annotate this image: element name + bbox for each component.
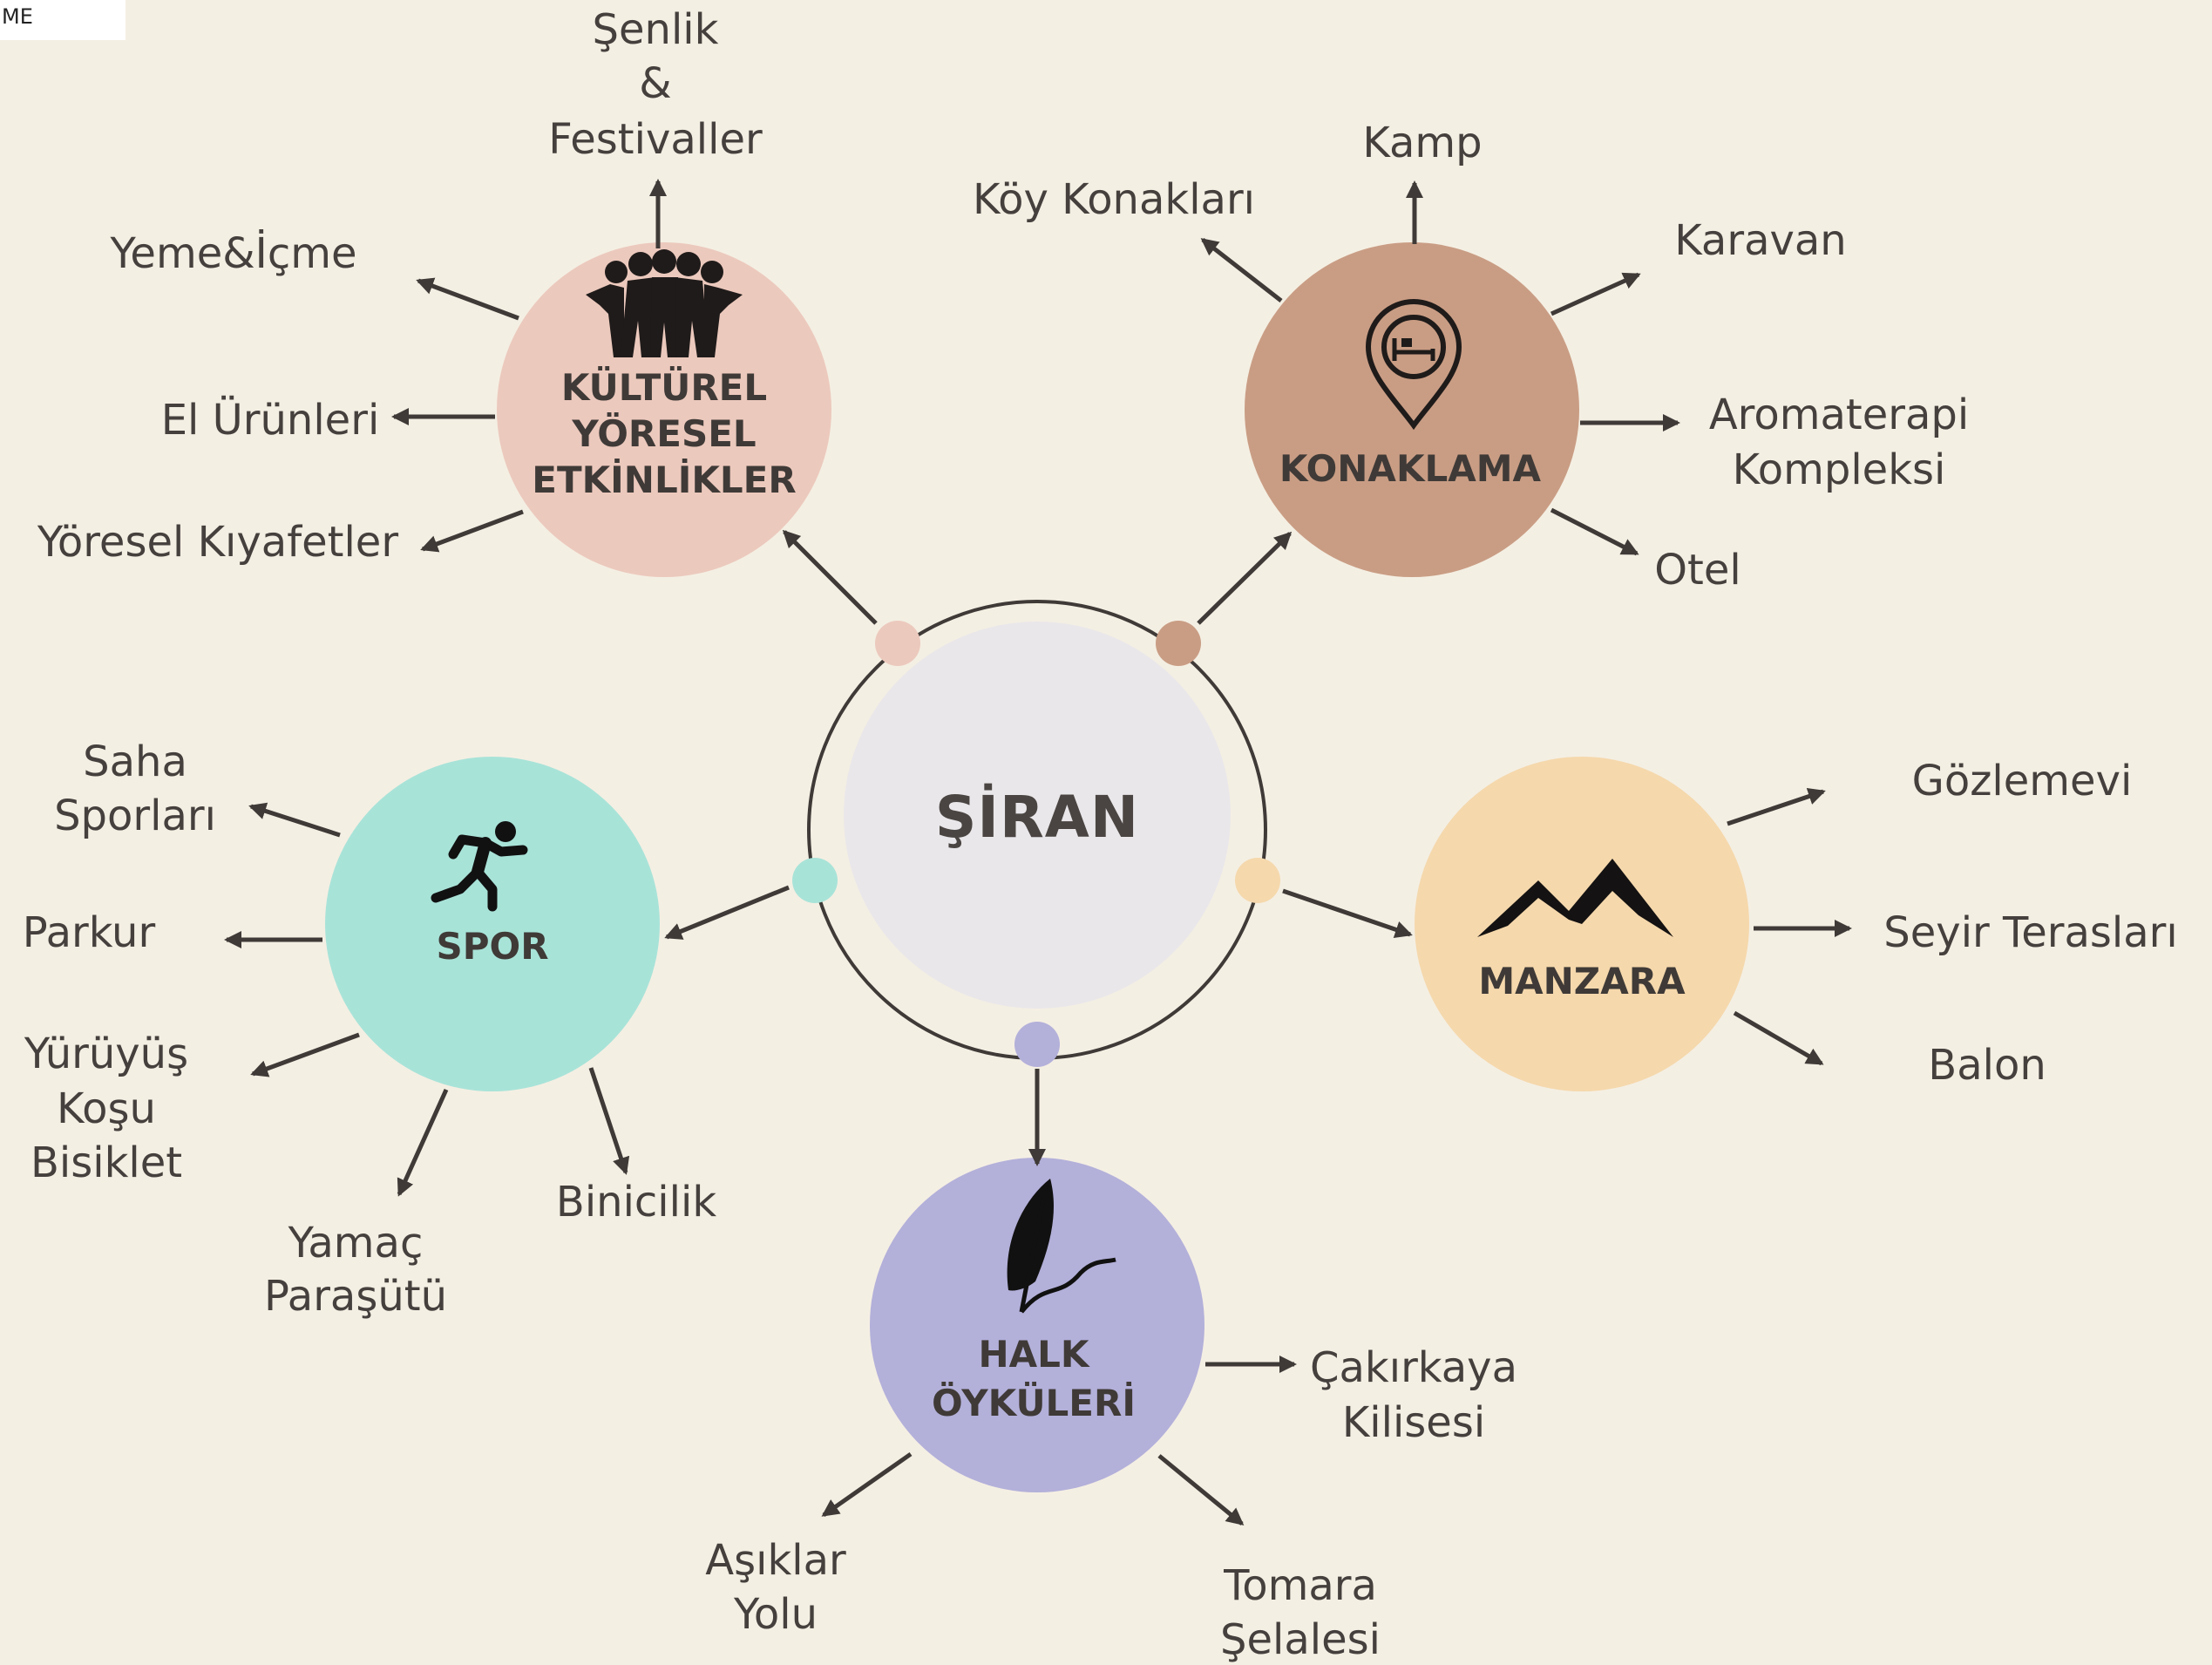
arrow-binicilik xyxy=(588,1067,630,1175)
leaf-yuruyus-line-2: Koşu xyxy=(57,1084,156,1133)
ring-dot-manzara xyxy=(1235,858,1280,903)
leaf-aromaterapi-line-2: Kompleksi xyxy=(1733,445,1946,494)
leaf-saha-line-2: Sporları xyxy=(54,792,216,840)
arrow-asiklar-yolu xyxy=(821,1451,913,1518)
hub-label-manzara: MANZARA xyxy=(1478,960,1686,1002)
leaf-yuruyus-kosu-bisiklet: Yürüyüş Koşu Bisiklet xyxy=(24,1030,188,1187)
leaf-yuruyus-line-3: Bisiklet xyxy=(31,1138,182,1187)
leaf-saha-sporlari: Saha Sporları xyxy=(54,737,216,840)
leaf-cakirkaya-kilisesi: Çakırkaya Kilisesi xyxy=(1310,1343,1517,1447)
leaf-parkur: Parkur xyxy=(23,908,156,957)
leaf-yamac-parasutu: Yamaç Paraşütü xyxy=(264,1219,447,1321)
leaf-tomara-line-2: Şelalesi xyxy=(1220,1615,1381,1664)
leaf-yuruyus-line-1: Yürüyüş xyxy=(24,1030,188,1078)
arrow-koy-konaklari xyxy=(1200,238,1283,302)
runner-icon xyxy=(431,821,528,912)
leaf-yamac-line-1: Yamaç xyxy=(288,1219,424,1267)
leaf-aromaterapi-line-1: Aromaterapi xyxy=(1709,391,1969,439)
center-node xyxy=(844,622,1231,1009)
leaf-senlik-line-1: Şenlik xyxy=(593,5,719,54)
leaf-asiklar-line-1: Aşıklar xyxy=(705,1536,846,1585)
quill-feather-icon xyxy=(1007,1179,1116,1314)
arrow-saha-sporlari xyxy=(248,802,341,838)
leaf-balon: Balon xyxy=(1928,1041,2046,1090)
hotel-location-pin-icon xyxy=(1365,299,1462,431)
ring-dot-kultur xyxy=(875,621,920,666)
connector-kultur xyxy=(782,529,878,625)
hub-circle-kultur xyxy=(497,242,831,577)
arrow-yamac-parasutu xyxy=(397,1088,449,1197)
leaf-tomara-line-1: Tomara xyxy=(1223,1561,1377,1610)
leaf-kamp: Kamp xyxy=(1362,119,1482,167)
leaf-saha-line-1: Saha xyxy=(83,737,187,786)
item-arrows xyxy=(224,179,1852,1526)
people-group-icon xyxy=(586,249,743,357)
hub-label-kultur-line-2: YÖRESEL xyxy=(571,411,756,455)
leaf-asiklar-line-2: Yolu xyxy=(733,1590,818,1639)
arrow-otel xyxy=(1550,507,1639,556)
arrow-balon xyxy=(1733,1010,1824,1066)
leaf-binicilik: Binicilik xyxy=(556,1178,716,1227)
leaf-asiklar-yolu: Aşıklar Yolu xyxy=(705,1536,846,1639)
leaf-gozlemevi: Gözlemevi xyxy=(1912,757,2133,805)
ring-dot-halk xyxy=(1014,1022,1060,1067)
hub-label-kultur-line-3: ETKİNLİKLER xyxy=(532,458,796,501)
leaf-seyir-teraslari: Seyir Terasları xyxy=(1883,908,2177,957)
leaf-yamac-line-2: Paraşütü xyxy=(264,1272,447,1321)
leaf-el-urunleri: El Ürünleri xyxy=(161,396,380,445)
arrow-yuruyus xyxy=(250,1032,360,1077)
hub-label-halk: HALK ÖYKÜLERİ xyxy=(932,1333,1136,1424)
hub-label-kultur-line-1: KÜLTÜREL xyxy=(561,365,767,409)
leaf-senlik-line-2: & xyxy=(639,59,671,108)
arrow-yeme-icme xyxy=(416,277,519,321)
connector-manzara xyxy=(1282,888,1413,938)
hub-label-spor: SPOR xyxy=(436,925,548,968)
leaf-aromaterapi-kompleksi: Aromaterapi Kompleksi xyxy=(1709,391,1969,494)
center-title: ŞİRAN xyxy=(935,784,1139,851)
leaf-tomara-selalesi: Tomara Şelalesi xyxy=(1220,1561,1381,1664)
hub-label-halk-line-2: ÖYKÜLERİ xyxy=(932,1381,1136,1424)
leaf-yeme-icme: Yeme&İçme xyxy=(109,229,356,278)
arrow-yoresel-kiyafetler xyxy=(420,509,524,553)
leaf-yoresel-kiyafetler: Yöresel Kıyafetler xyxy=(37,518,398,567)
leaf-cakirkaya-line-1: Çakırkaya xyxy=(1310,1343,1517,1392)
center-connectors xyxy=(664,529,1413,1166)
hub-label-kultur: KÜLTÜREL YÖRESEL ETKİNLİKLER xyxy=(532,365,796,501)
hub-circle-spor xyxy=(325,757,660,1091)
corner-label: ME xyxy=(0,0,126,40)
arrow-gozlemevi xyxy=(1727,787,1826,826)
leaf-karavan: Karavan xyxy=(1674,216,1846,265)
leaf-cakirkaya-line-2: Kilisesi xyxy=(1342,1398,1485,1447)
arrow-karavan xyxy=(1550,272,1641,316)
connector-konaklama xyxy=(1197,531,1293,625)
leaf-otel: Otel xyxy=(1654,546,1740,595)
hub-circle-konaklama xyxy=(1245,242,1579,577)
leaf-senlik-festivaller: Şenlik & Festivaller xyxy=(548,5,763,164)
hub-label-konaklama: KONAKLAMA xyxy=(1279,447,1542,490)
hub-circle-halk xyxy=(870,1158,1204,1492)
leaf-senlik-line-3: Festivaller xyxy=(548,115,763,164)
mountain-icon xyxy=(1477,859,1673,937)
leaf-koy-konaklari: Köy Konakları xyxy=(973,175,1255,224)
arrow-tomara xyxy=(1157,1454,1245,1526)
connector-spor xyxy=(664,885,790,940)
hub-label-halk-line-1: HALK xyxy=(979,1333,1090,1376)
ring-dot-spor xyxy=(792,858,838,903)
ring-dot-konaklama xyxy=(1156,621,1201,666)
